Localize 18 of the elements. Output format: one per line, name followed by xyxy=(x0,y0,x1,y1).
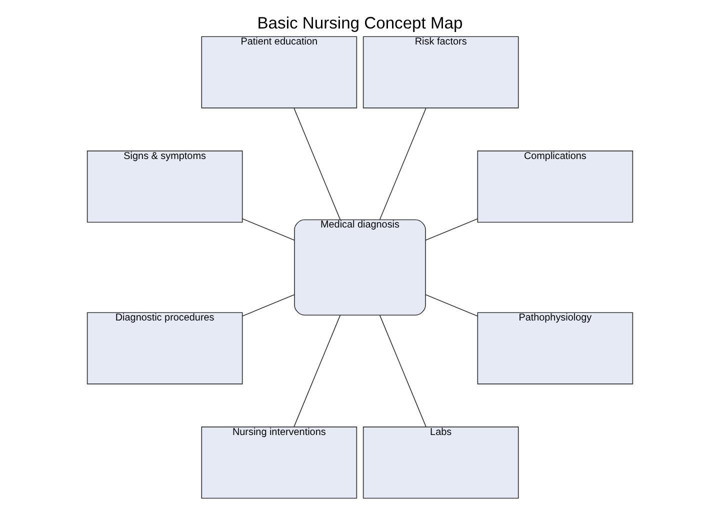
connector xyxy=(294,108,341,220)
diagram-title: Basic Nursing Concept Map xyxy=(257,13,463,32)
connector xyxy=(425,294,478,317)
connector xyxy=(379,108,426,220)
node-box: Medical diagnosis xyxy=(294,219,426,316)
node-box: Risk factors xyxy=(362,36,519,108)
node-box: Pathophysiology xyxy=(477,312,634,384)
node-box: Complications xyxy=(477,150,634,223)
node-box: Labs xyxy=(362,426,519,499)
connector xyxy=(294,314,341,428)
node-box: Signs & symptoms xyxy=(86,150,243,223)
node-box: Diagnostic procedures xyxy=(86,312,243,384)
node-box: Nursing interventions xyxy=(201,426,358,499)
connector xyxy=(242,294,295,317)
connector xyxy=(242,218,295,241)
connector xyxy=(379,314,426,428)
node-box: Patient education xyxy=(201,36,358,108)
connector xyxy=(425,218,478,241)
